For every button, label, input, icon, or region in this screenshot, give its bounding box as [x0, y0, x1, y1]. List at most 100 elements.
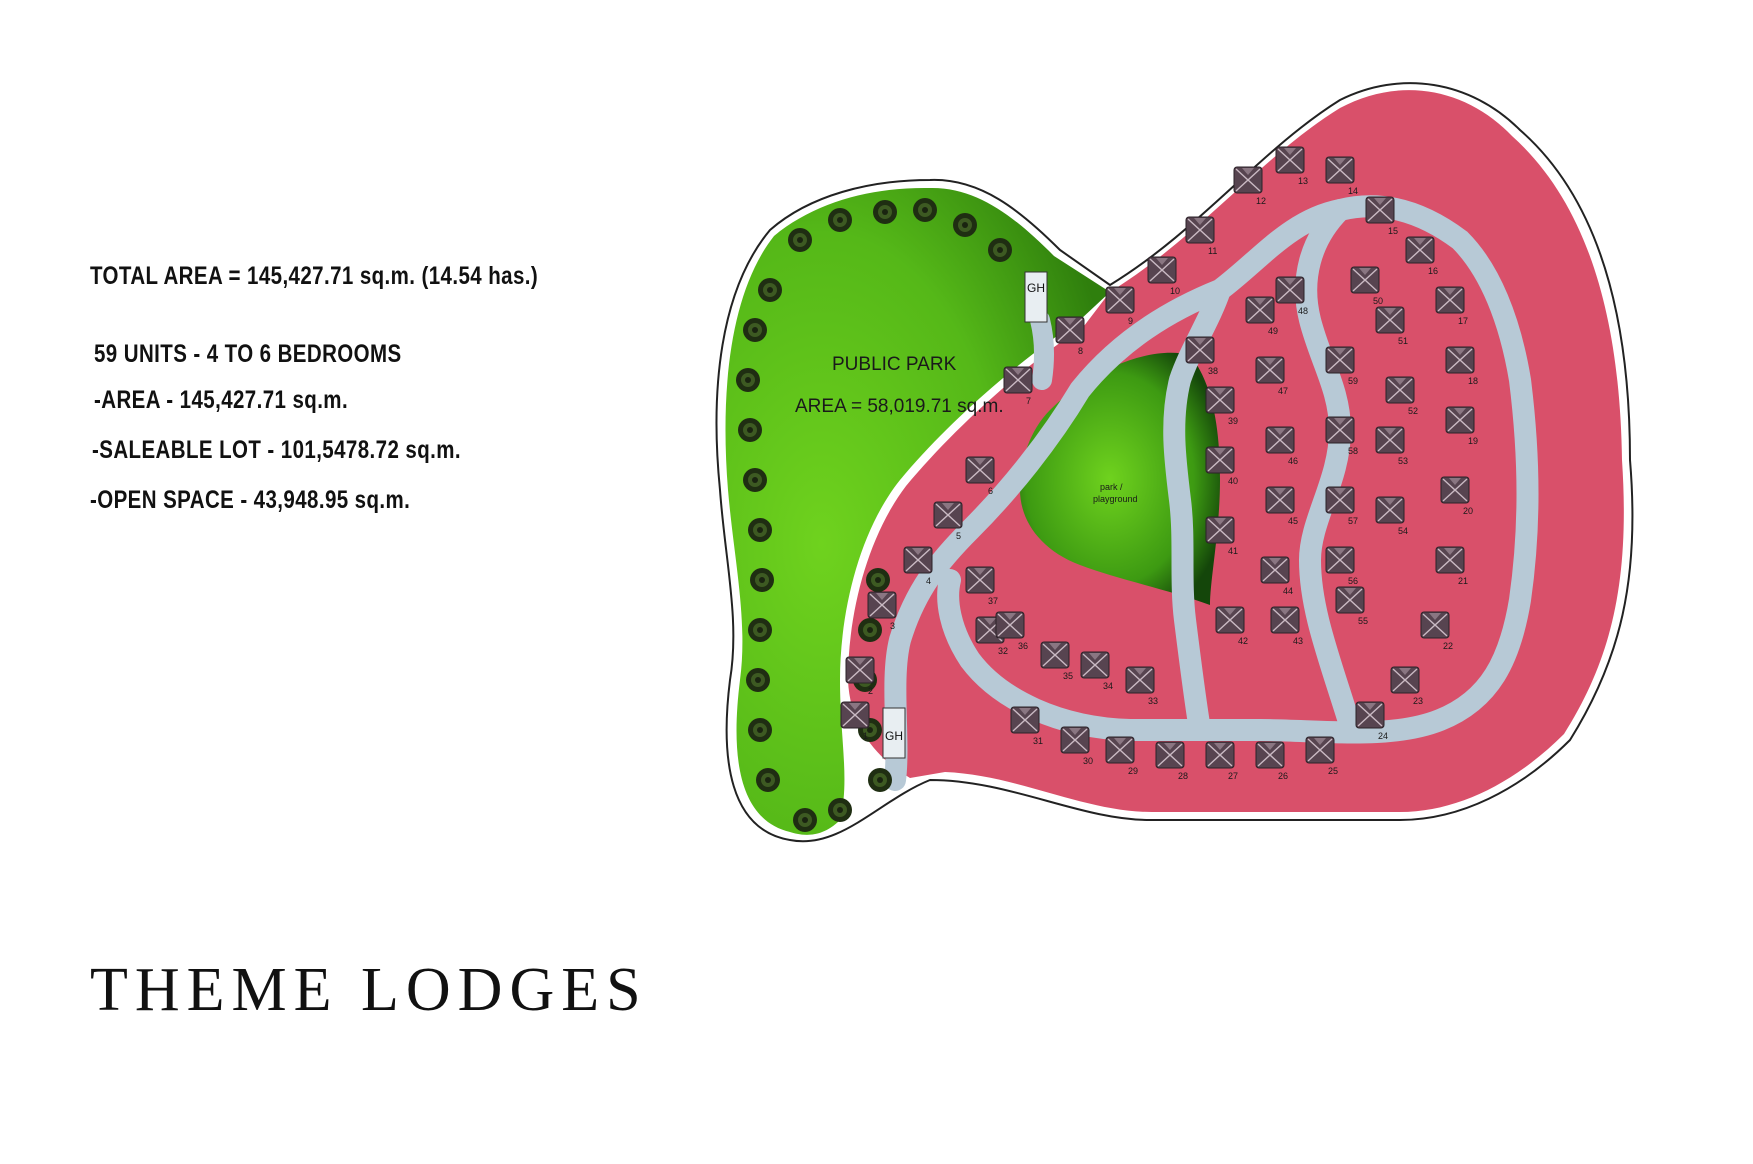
house-icon — [1325, 156, 1355, 184]
units-text: 59 UNITS - 4 TO 6 BEDROOMS — [94, 340, 402, 368]
house-icon — [1205, 741, 1235, 769]
lot-number-label: 11 — [1208, 246, 1217, 256]
house-icon — [1233, 166, 1263, 194]
house-icon — [1205, 386, 1235, 414]
lot-number-label: 31 — [1033, 736, 1043, 746]
svg-text:GH: GH — [885, 729, 903, 743]
lot-number-label: 44 — [1283, 586, 1293, 596]
area-text: -AREA - 145,427.71 sq.m. — [94, 386, 349, 414]
lot-number-label: 30 — [1083, 756, 1093, 766]
house-icon — [1445, 406, 1475, 434]
lot-number-label: 9 — [1128, 316, 1133, 326]
lot-number-label: 25 — [1328, 766, 1338, 776]
house-icon — [903, 546, 933, 574]
house-icon — [1105, 286, 1135, 314]
lot-number-label: 27 — [1228, 771, 1238, 781]
lot-number-label: 41 — [1228, 546, 1238, 556]
playground-label-2: playground — [1093, 494, 1138, 504]
lot-number-label: 16 — [1428, 266, 1438, 276]
lot-number-label: 8 — [1078, 346, 1083, 356]
house-icon — [840, 701, 870, 729]
lot-number-label: 18 — [1468, 376, 1478, 386]
lot-number-label: 51 — [1398, 336, 1408, 346]
tree-icon — [988, 238, 1012, 262]
lot-number-label: 2 — [868, 686, 873, 696]
house-icon — [1405, 236, 1435, 264]
tree-icon — [913, 198, 937, 222]
lot-number-label: 35 — [1063, 671, 1073, 681]
house-icon — [1375, 426, 1405, 454]
lot-number-label: 52 — [1408, 406, 1418, 416]
house-icon — [845, 656, 875, 684]
tree-icon — [873, 200, 897, 224]
house-icon — [1385, 376, 1415, 404]
lot-number-label: 43 — [1293, 636, 1303, 646]
house-icon — [1255, 741, 1285, 769]
lot-number-label: 3 — [890, 621, 895, 631]
site-plan-map: 1234567891011121314151617181920212223242… — [715, 82, 1634, 843]
lot-number-label: 32 — [998, 646, 1008, 656]
tree-icon — [743, 468, 767, 492]
tree-icon — [793, 808, 817, 832]
tree-icon — [746, 668, 770, 692]
house-icon — [1335, 586, 1365, 614]
house-icon — [1390, 666, 1420, 694]
public-park-area — [725, 187, 1110, 835]
lot-number-label: 20 — [1463, 506, 1473, 516]
house-icon — [1445, 346, 1475, 374]
tree-icon — [828, 798, 852, 822]
lot-number-label: 33 — [1148, 696, 1158, 706]
lot-number-label: 50 — [1373, 296, 1383, 306]
lot-number-label: 54 — [1398, 526, 1408, 536]
lot-number-label: 6 — [988, 486, 993, 496]
house-icon — [1055, 316, 1085, 344]
tree-icon — [758, 278, 782, 302]
tree-icon — [743, 318, 767, 342]
lot-number-label: 46 — [1288, 456, 1298, 466]
house-icon — [1435, 546, 1465, 574]
lot-number-label: 49 — [1268, 326, 1278, 336]
tree-icon — [953, 213, 977, 237]
house-icon — [995, 611, 1025, 639]
public-park-area-label: AREA = 58,019.71 sq.m. — [795, 396, 1004, 417]
tree-icon — [748, 618, 772, 642]
gatehouse-south: GH — [882, 707, 906, 759]
tree-icon — [748, 718, 772, 742]
house-icon — [1270, 606, 1300, 634]
tree-icon — [748, 518, 772, 542]
house-icon — [1305, 736, 1335, 764]
house-icon — [1350, 266, 1380, 294]
house-icon — [1260, 556, 1290, 584]
house-icon — [1265, 426, 1295, 454]
house-icon — [1375, 306, 1405, 334]
house-icon — [1205, 446, 1235, 474]
lot-number-label: 36 — [1018, 641, 1028, 651]
lot-number-label: 5 — [956, 531, 961, 541]
house-icon — [1185, 216, 1215, 244]
house-icon — [1275, 146, 1305, 174]
house-icon — [1420, 611, 1450, 639]
lot-number-label: 23 — [1413, 696, 1423, 706]
house-icon — [1105, 736, 1135, 764]
lot-number-label: 22 — [1443, 641, 1453, 651]
house-icon — [1060, 726, 1090, 754]
house-icon — [1003, 366, 1033, 394]
lot-number-label: 53 — [1398, 456, 1408, 466]
lot-number-label: 7 — [1026, 396, 1031, 406]
lot-number-label: 59 — [1348, 376, 1358, 386]
lot-number-label: 26 — [1278, 771, 1288, 781]
house-icon — [1440, 476, 1470, 504]
house-icon — [1375, 496, 1405, 524]
house-icon — [1125, 666, 1155, 694]
lot-number-labels: 1234567891011121314151617181920212223242… — [863, 176, 1478, 781]
house-icon — [965, 456, 995, 484]
tree-icon — [738, 418, 762, 442]
lot-number-label: 12 — [1256, 196, 1266, 206]
lot-number-label: 58 — [1348, 446, 1358, 456]
lot-number-label: 29 — [1128, 766, 1138, 776]
tree-icon — [756, 768, 780, 792]
total-area-text: TOTAL AREA = 145,427.71 sq.m. (14.54 has… — [90, 262, 539, 290]
lot-number-label: 17 — [1458, 316, 1468, 326]
lot-number-label: 1 — [863, 731, 868, 741]
house-icon — [1215, 606, 1245, 634]
